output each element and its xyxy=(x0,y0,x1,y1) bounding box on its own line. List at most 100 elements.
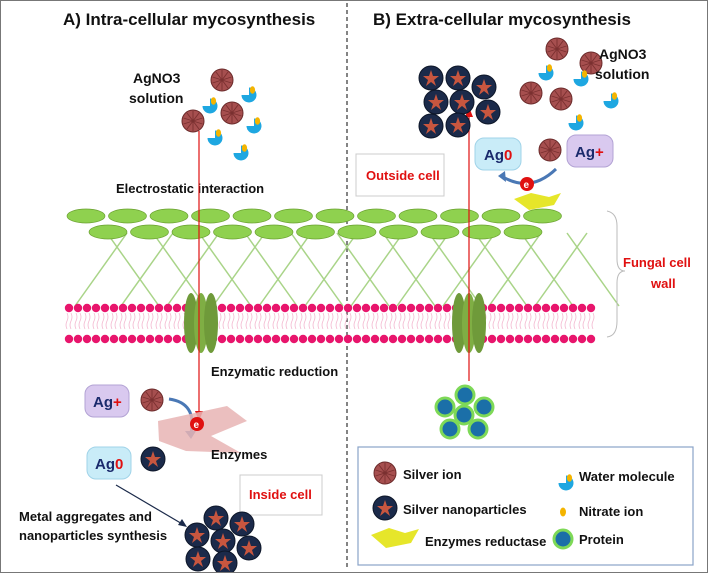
left-agno3-cluster xyxy=(181,68,262,161)
lipid-head xyxy=(271,303,281,313)
wall-ellipse xyxy=(274,208,313,224)
lipid-head xyxy=(64,303,74,313)
lipid-tail xyxy=(488,312,496,330)
protein-icon xyxy=(439,418,461,440)
lipid-tail xyxy=(587,312,595,330)
lipid-head xyxy=(370,303,380,313)
water-molecule-icon xyxy=(202,97,218,114)
left-nanoparticle-aggregate xyxy=(184,505,262,572)
silver-nanoparticle xyxy=(210,528,236,554)
nanoparticles-synthesis-label: nanoparticles synthesis xyxy=(19,528,167,543)
ag-plus-sign: + xyxy=(595,144,604,161)
legend-silver-ion-icon xyxy=(373,461,397,485)
silver-nanoparticle xyxy=(203,505,229,531)
left-agno3-label: AgNO3 xyxy=(133,70,181,86)
enzymes-label: Enzymes xyxy=(211,447,267,462)
lipid-head xyxy=(487,303,497,313)
lipid-head xyxy=(523,303,533,313)
protein-icon xyxy=(453,404,475,426)
wall-ellipse xyxy=(66,208,106,224)
wall-ellipse xyxy=(232,208,272,224)
lipid-head xyxy=(109,303,119,313)
lipid-head xyxy=(370,334,380,344)
lipid-tail xyxy=(128,312,136,330)
lipid-head xyxy=(127,334,137,344)
lipid-head xyxy=(73,334,83,344)
lipid-tail xyxy=(353,312,361,330)
wall-fiber xyxy=(106,232,160,307)
lipid-head xyxy=(226,334,236,344)
water-molecule-icon xyxy=(246,117,262,134)
lipid-head xyxy=(226,303,236,313)
lipid-tail xyxy=(101,312,109,330)
lipid-head xyxy=(118,334,128,344)
protein-cluster xyxy=(434,384,495,440)
lipid-head xyxy=(271,334,281,344)
lipid-head xyxy=(397,334,407,344)
lipid-tail xyxy=(83,312,91,330)
silver-nanoparticle xyxy=(140,446,166,472)
wall-ellipse xyxy=(481,208,521,224)
legend-silver-ion-label: Silver ion xyxy=(403,467,462,482)
lipid-head xyxy=(415,334,425,344)
lipid-head xyxy=(163,334,173,344)
legend-enzyme-icon xyxy=(371,528,419,548)
protein-icon xyxy=(454,384,476,406)
lipid-tail xyxy=(173,312,181,330)
wall-ellipse xyxy=(213,224,252,240)
lipid-head xyxy=(136,303,146,313)
silver-nanoparticle xyxy=(212,550,238,572)
left-ag-zero-box: Ag0 xyxy=(86,446,132,480)
lipid-head xyxy=(100,303,110,313)
lipid-head xyxy=(217,334,227,344)
lipid-tail xyxy=(335,312,343,330)
wall-ellipse xyxy=(296,224,335,240)
right-solution-label: solution xyxy=(595,66,649,82)
lipid-tail xyxy=(254,312,262,330)
lipid-head xyxy=(568,334,578,344)
water-molecule-icon xyxy=(573,70,589,87)
lipid-head xyxy=(307,303,317,313)
lipid-head xyxy=(298,303,308,313)
lipid-tail xyxy=(137,312,145,330)
svg-text:Ag+: Ag+ xyxy=(93,394,122,411)
silver-nanoparticle xyxy=(418,65,444,91)
silver-nanoparticle xyxy=(423,89,449,115)
lipid-tail xyxy=(290,312,298,330)
lipid-tail xyxy=(398,312,406,330)
wall-fiber xyxy=(198,232,252,307)
right-agno3-label: AgNO3 xyxy=(599,46,647,62)
electrostatic-label: Electrostatic interaction xyxy=(116,181,264,196)
lipid-tail xyxy=(434,312,442,330)
right-nanoparticle-cluster xyxy=(418,65,501,139)
lipid-head xyxy=(442,334,452,344)
wall-ellipse xyxy=(108,208,147,224)
lipid-head xyxy=(361,303,371,313)
wall-ellipse xyxy=(88,224,128,240)
wall-fiber xyxy=(474,232,528,307)
wall-fiber xyxy=(212,232,266,307)
lipid-head xyxy=(415,303,425,313)
lipid-tail xyxy=(344,312,352,330)
wall-ellipse xyxy=(379,224,418,240)
protein-icon xyxy=(434,396,456,418)
legend-water-label: Water molecule xyxy=(579,469,675,484)
silver-nanoparticle xyxy=(471,74,497,100)
wall-ellipse xyxy=(420,224,460,240)
fungal-wall-label-line1: Fungal cell xyxy=(623,255,691,270)
wall-fiber xyxy=(258,232,312,307)
ag-zero-digit: 0 xyxy=(115,456,123,473)
silver-nanoparticle xyxy=(184,522,210,548)
right-curved-arrow-head xyxy=(498,171,506,182)
lipid-head xyxy=(262,303,272,313)
wall-ellipse xyxy=(523,208,562,224)
water-molecule-icon xyxy=(538,64,554,81)
silver-ion xyxy=(519,81,543,105)
lipid-head xyxy=(559,334,569,344)
lipid-head xyxy=(541,303,551,313)
lipid-head xyxy=(523,334,533,344)
lipid-head xyxy=(397,303,407,313)
lipid-tail xyxy=(524,312,532,330)
